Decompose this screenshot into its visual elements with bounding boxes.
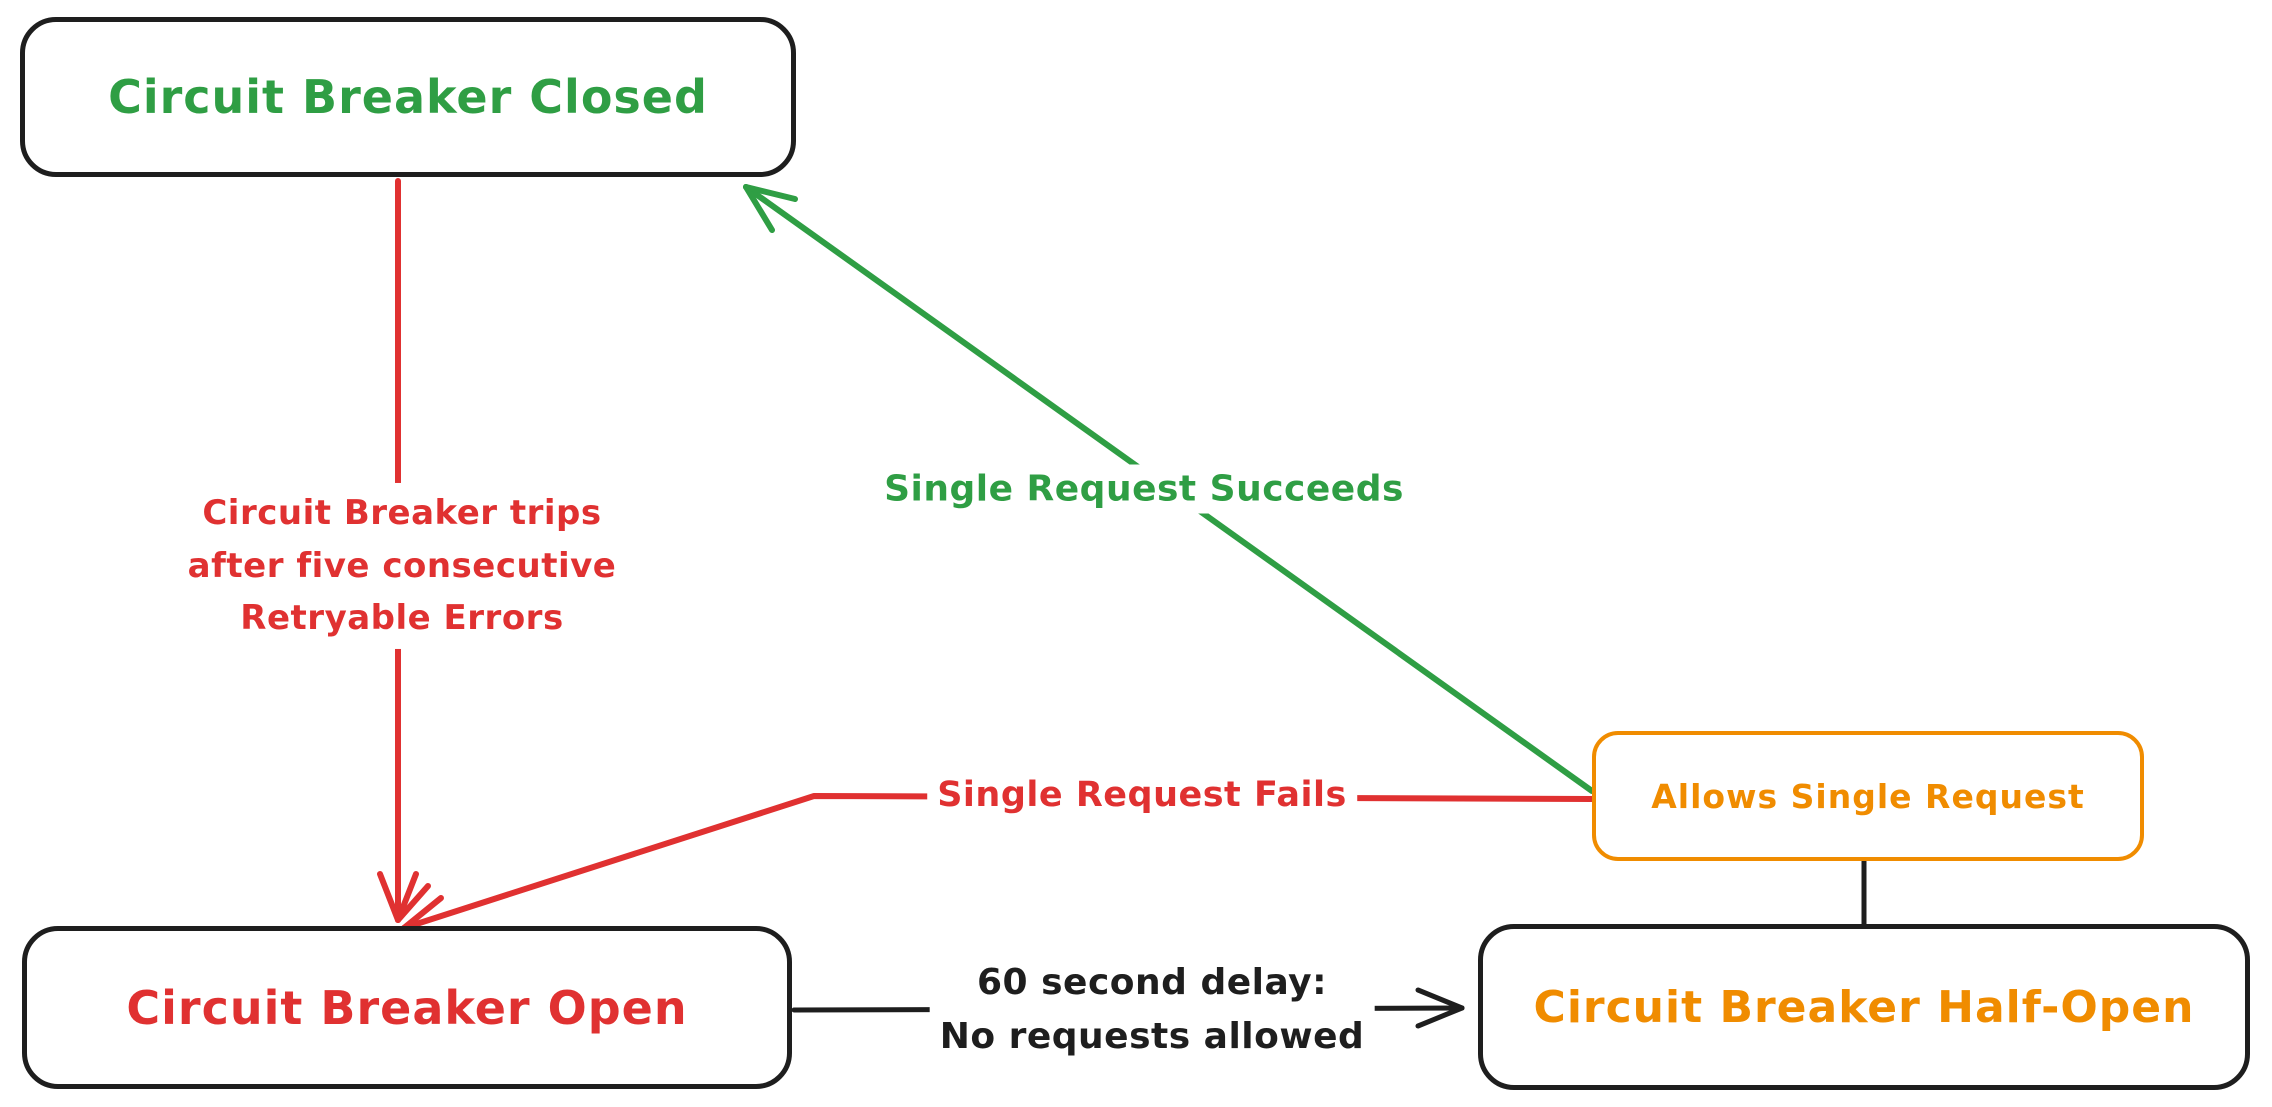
node-circuit-breaker-open-label: Circuit Breaker Open: [126, 980, 688, 1035]
node-allows-single-request: Allows Single Request: [1592, 731, 2144, 861]
node-circuit-breaker-closed-label: Circuit Breaker Closed: [108, 70, 708, 124]
edge-label-delay-line-2: No requests allowed: [939, 1016, 1365, 1057]
edge-label-trip: Circuit Breaker trips after five consecu…: [177, 482, 627, 650]
edge-label-delay: 60 second delay: No requests allowed: [929, 952, 1375, 1068]
edge-label-single-request-succeeds: Single Request Succeeds: [874, 464, 1414, 514]
edge-label-trip-line-3: Retryable Errors: [240, 598, 564, 639]
edge-label-delay-line-1: 60 second delay:: [976, 962, 1328, 1003]
node-allows-single-request-label: Allows Single Request: [1651, 776, 2085, 816]
node-circuit-breaker-half-open-label: Circuit Breaker Half-Open: [1533, 981, 2195, 1033]
edge-label-single-request-fails: Single Request Fails: [927, 771, 1357, 819]
edge-label-trip-line-2: after five consecutive: [187, 545, 617, 586]
node-circuit-breaker-closed: Circuit Breaker Closed: [20, 17, 796, 177]
node-circuit-breaker-half-open: Circuit Breaker Half-Open: [1478, 924, 2250, 1090]
edge-label-trip-line-1: Circuit Breaker trips: [202, 492, 602, 533]
node-circuit-breaker-open: Circuit Breaker Open: [22, 926, 792, 1089]
